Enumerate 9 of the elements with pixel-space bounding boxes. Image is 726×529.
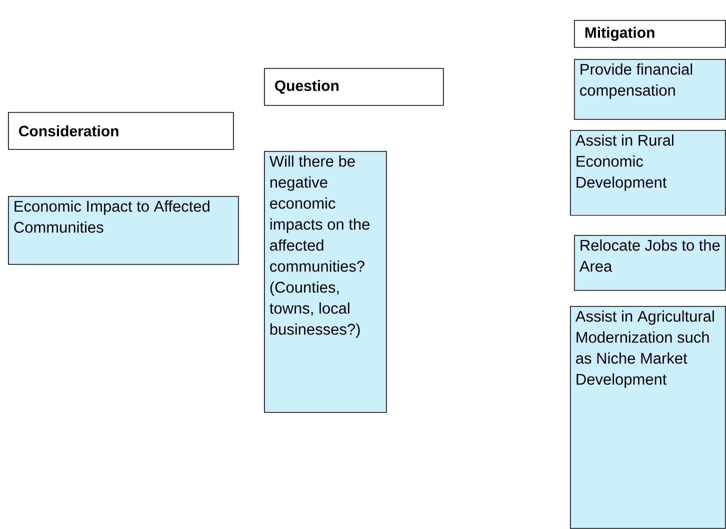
heading-box: Mitigation <box>574 20 726 48</box>
text-box: Relocate Jobs to the Area <box>574 235 726 291</box>
text-box: Provide financial compensation <box>574 59 726 120</box>
text-box: Assist in Rural Economic Development <box>570 130 726 216</box>
text-box: Economic Impact to Affected Communities <box>8 196 239 265</box>
text-box: Will there be negative economic impacts on the affected communities? (Counties, towns, local businesses?) <box>264 151 387 413</box>
heading-box: Consideration <box>8 112 234 150</box>
text-box: Assist in Agricultural Modernization such as Niche Market Development <box>570 306 726 529</box>
heading-box: Question <box>264 68 444 106</box>
